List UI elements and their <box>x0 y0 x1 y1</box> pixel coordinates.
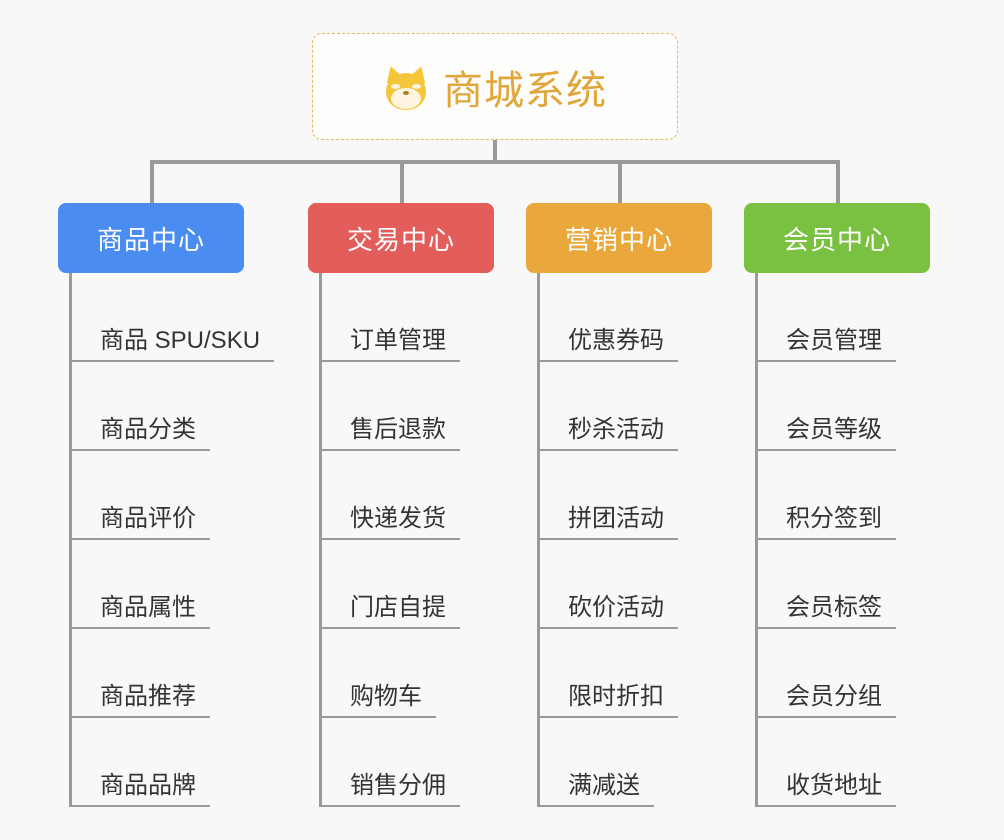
category-label: 商品中心 <box>96 224 205 255</box>
connector-drop-member <box>836 160 840 205</box>
leaf-label: 商品评价 <box>70 506 210 540</box>
leaf-item[interactable]: 门店自提 <box>320 540 494 629</box>
leaf-item[interactable]: 售后退款 <box>320 362 494 451</box>
leaf-label: 拼团活动 <box>538 506 678 540</box>
leaf-label: 销售分佣 <box>320 773 460 807</box>
root-node[interactable]: 商城系统 <box>312 33 678 140</box>
leaf-item[interactable]: 会员分组 <box>756 629 930 718</box>
leaf-item[interactable]: 收货地址 <box>756 718 930 807</box>
category-header-marketing-center[interactable]: 营销中心 <box>526 203 712 273</box>
leaf-list-product-center: 商品 SPU/SKU 商品分类 商品评价 商品属性 商品推荐 商品品牌 <box>58 273 275 807</box>
connector-root-stem <box>493 140 497 164</box>
leaf-item[interactable]: 订单管理 <box>320 273 494 362</box>
column-product-center: 商品中心 商品 SPU/SKU 商品分类 商品评价 商品属性 商品推荐 商品品牌 <box>58 203 275 807</box>
connector-drop-marketing <box>618 160 622 205</box>
column-trade-center: 交易中心 订单管理 售后退款 快递发货 门店自提 购物车 销售分佣 <box>308 203 494 807</box>
leaf-label: 商品分类 <box>70 417 210 451</box>
leaf-item[interactable]: 满减送 <box>538 718 712 807</box>
leaf-item[interactable]: 秒杀活动 <box>538 362 712 451</box>
connector-horizontal-bus <box>150 160 840 164</box>
leaf-item[interactable]: 积分签到 <box>756 451 930 540</box>
connector-drop-product <box>150 160 154 205</box>
leaf-item[interactable]: 商品推荐 <box>70 629 244 718</box>
leaf-item[interactable]: 优惠券码 <box>538 273 712 362</box>
leaf-item[interactable]: 商品 SPU/SKU <box>70 273 275 362</box>
leaf-label: 商品 SPU/SKU <box>70 328 275 362</box>
leaf-label: 秒杀活动 <box>538 417 678 451</box>
category-label: 营销中心 <box>564 224 673 255</box>
leaf-label: 订单管理 <box>320 328 460 362</box>
category-label: 会员中心 <box>782 224 891 255</box>
column-spine <box>319 273 322 807</box>
leaf-item[interactable]: 拼团活动 <box>538 451 712 540</box>
leaf-label: 商品属性 <box>70 595 210 629</box>
leaf-label: 优惠券码 <box>538 328 678 362</box>
leaf-label: 限时折扣 <box>538 684 678 718</box>
leaf-item[interactable]: 砍价活动 <box>538 540 712 629</box>
category-header-product-center[interactable]: 商品中心 <box>58 203 244 273</box>
leaf-list-trade-center: 订单管理 售后退款 快递发货 门店自提 购物车 销售分佣 <box>308 273 494 807</box>
column-marketing-center: 营销中心 优惠券码 秒杀活动 拼团活动 砍价活动 限时折扣 满减送 <box>526 203 712 807</box>
leaf-item[interactable]: 快递发货 <box>320 451 494 540</box>
category-label: 交易中心 <box>346 224 455 255</box>
leaf-item[interactable]: 商品评价 <box>70 451 244 540</box>
leaf-item[interactable]: 会员管理 <box>756 273 930 362</box>
root-title: 商城系统 <box>443 68 607 113</box>
connector-drop-trade <box>400 160 404 205</box>
leaf-label: 会员分组 <box>756 684 896 718</box>
leaf-label: 快递发货 <box>320 506 460 540</box>
leaf-label: 会员标签 <box>756 595 896 629</box>
column-member-center: 会员中心 会员管理 会员等级 积分签到 会员标签 会员分组 收货地址 <box>744 203 930 807</box>
leaf-list-marketing-center: 优惠券码 秒杀活动 拼团活动 砍价活动 限时折扣 满减送 <box>526 273 712 807</box>
leaf-label: 商品推荐 <box>70 684 210 718</box>
category-header-trade-center[interactable]: 交易中心 <box>308 203 494 273</box>
leaf-label: 商品品牌 <box>70 773 210 807</box>
leaf-label: 砍价活动 <box>538 595 678 629</box>
leaf-label: 售后退款 <box>320 417 460 451</box>
leaf-item[interactable]: 商品属性 <box>70 540 244 629</box>
leaf-list-member-center: 会员管理 会员等级 积分签到 会员标签 会员分组 收货地址 <box>744 273 930 807</box>
leaf-item[interactable]: 会员标签 <box>756 540 930 629</box>
leaf-label: 满减送 <box>538 773 654 807</box>
category-header-member-center[interactable]: 会员中心 <box>744 203 930 273</box>
leaf-label: 会员等级 <box>756 417 896 451</box>
leaf-item[interactable]: 会员等级 <box>756 362 930 451</box>
leaf-item[interactable]: 限时折扣 <box>538 629 712 718</box>
leaf-item[interactable]: 销售分佣 <box>320 718 494 807</box>
leaf-label: 收货地址 <box>756 773 896 807</box>
leaf-item[interactable]: 商品分类 <box>70 362 244 451</box>
leaf-item[interactable]: 商品品牌 <box>70 718 244 807</box>
column-spine <box>69 273 72 807</box>
column-spine <box>537 273 540 807</box>
leaf-label: 购物车 <box>320 684 436 718</box>
leaf-label: 会员管理 <box>756 328 896 362</box>
leaf-item[interactable]: 购物车 <box>320 629 494 718</box>
leaf-label: 门店自提 <box>320 595 460 629</box>
leaf-label: 积分签到 <box>756 506 896 540</box>
dog-face-icon <box>382 63 430 110</box>
column-spine <box>755 273 758 807</box>
